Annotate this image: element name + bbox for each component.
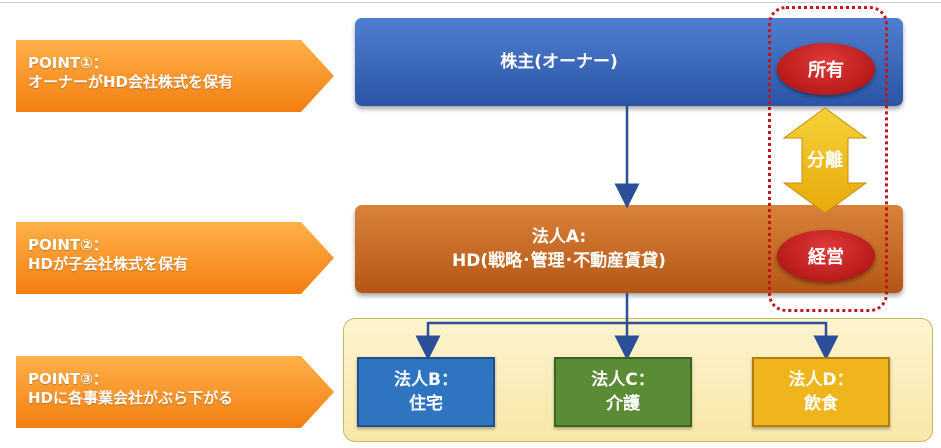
owner-label: 株主(オーナー) (500, 52, 618, 72)
point-3: POINT③： HDに各事業会社がぶら下がる (16, 356, 334, 428)
subsidiary-c-box: 法人C： 介護 (554, 357, 692, 427)
point-1: POINT①： オーナーがHD会社株式を保有 (16, 40, 334, 112)
top-divider (0, 2, 941, 3)
subsidiary-c-line-2: 介護 (605, 394, 640, 414)
holding-company-label: 法人A: HD(戦略･管理･不動産賃貸) (452, 225, 806, 273)
point-1-title: POINT①： (28, 54, 108, 72)
point-1-text: オーナーがHD会社株式を保有 (28, 73, 234, 91)
subsidiary-c-line-1: 法人C： (591, 370, 655, 390)
subsidiary-b-line-1: 法人B： (394, 370, 458, 390)
subsidiary-b-box: 法人B： 住宅 (357, 357, 495, 427)
separation-label: 分離 (807, 150, 843, 171)
subsidiary-b-line-2: 住宅 (409, 394, 443, 414)
point-3-text: HDに各事業会社がぶら下がる (28, 389, 234, 407)
point-3-title: POINT③： (28, 370, 108, 388)
management-badge: 経営 (777, 230, 875, 282)
ownership-management-frame (768, 6, 888, 312)
separation-double-arrow (782, 107, 868, 214)
subsidiary-d-line-1: 法人D： (788, 370, 854, 390)
holding-line-1: 法人A: (531, 227, 587, 247)
point-2-title: POINT②： (28, 236, 108, 254)
subsidiary-d-box: 法人D： 飲食 (752, 357, 890, 427)
holding-line-2: HD(戦略･管理･不動産賃貸) (452, 251, 666, 271)
ownership-badge: 所有 (777, 43, 875, 95)
subsidiary-d-line-2: 飲食 (804, 394, 838, 414)
point-2-text: HDが子会社株式を保有 (28, 255, 189, 273)
point-2: POINT②： HDが子会社株式を保有 (16, 222, 334, 294)
